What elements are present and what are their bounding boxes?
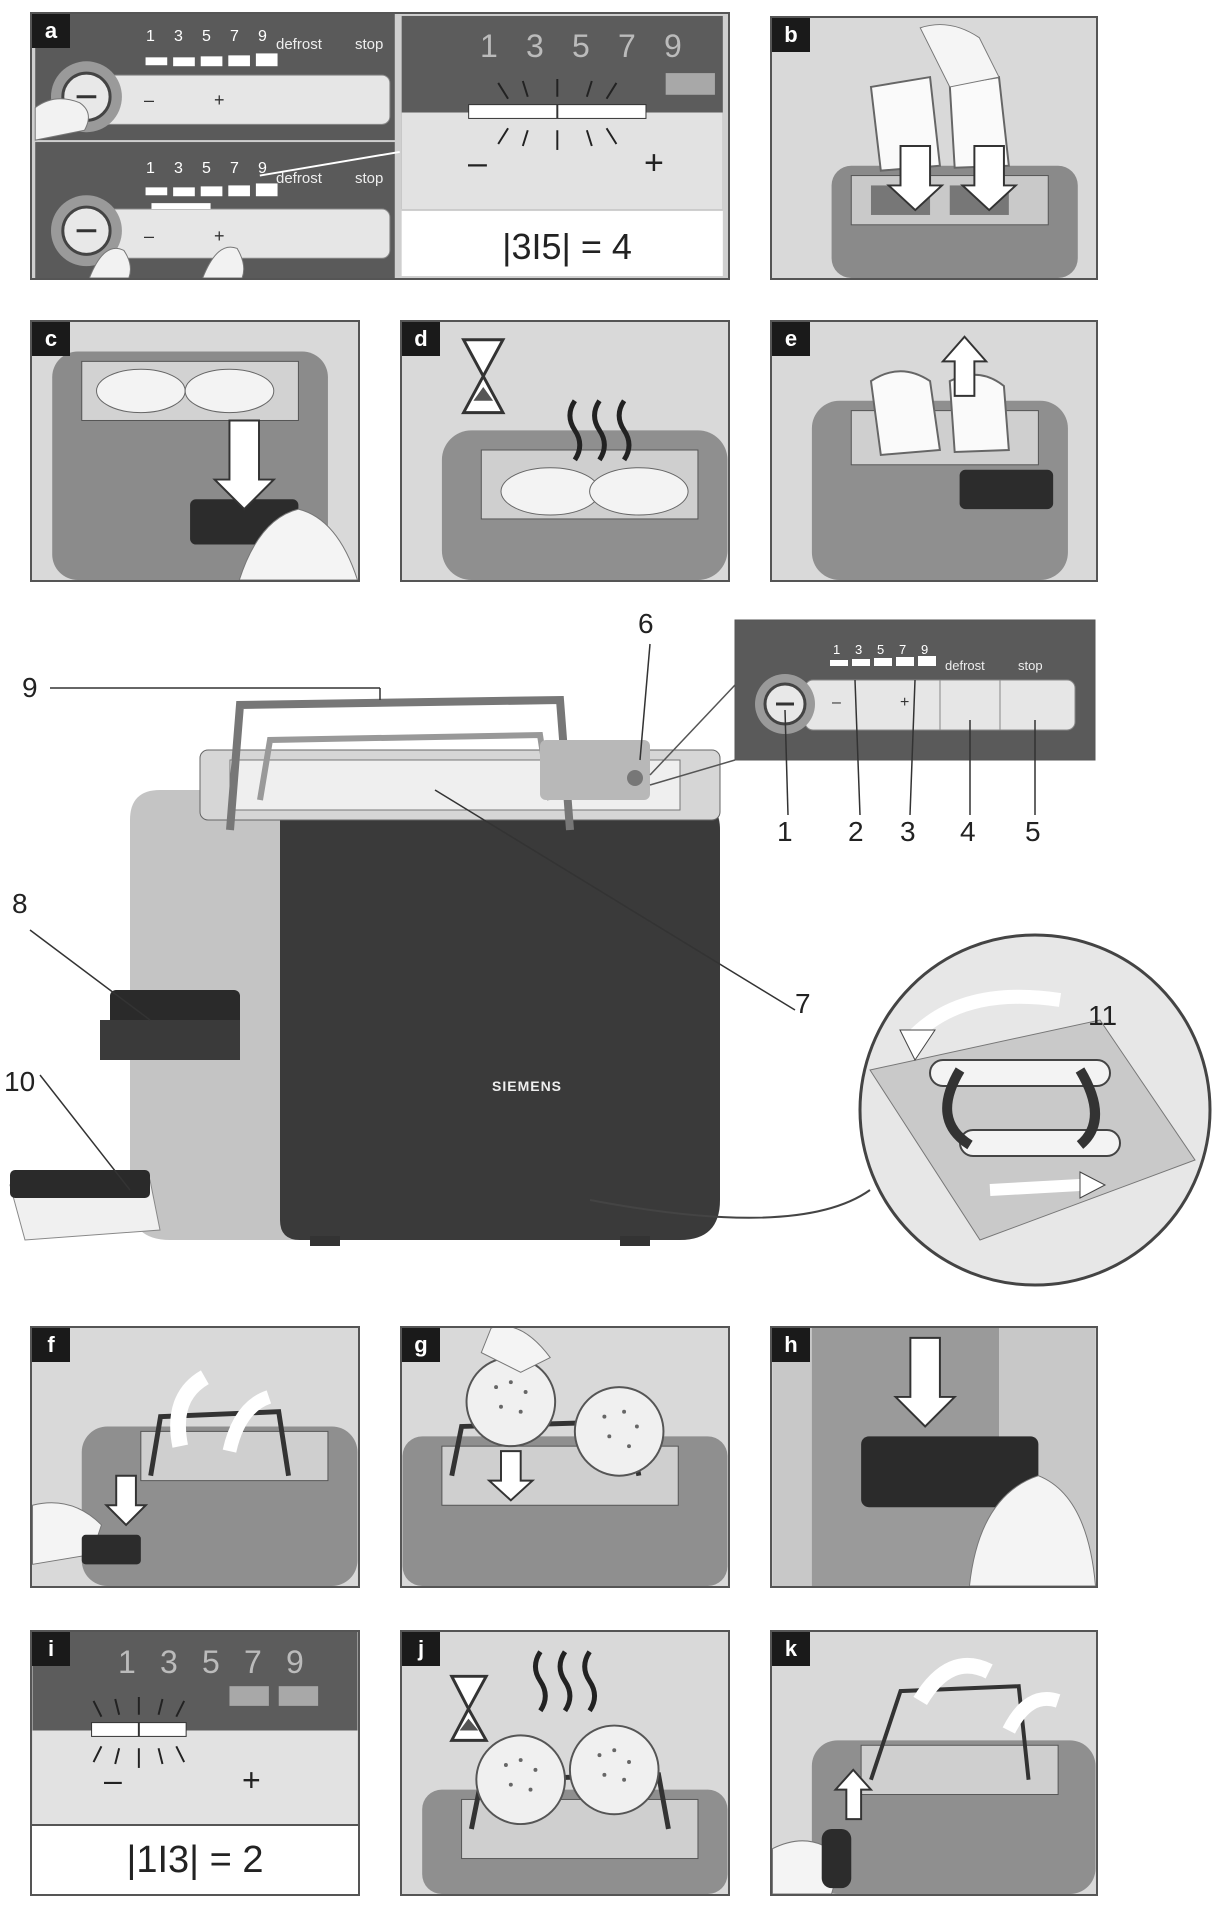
i-plus: + [242, 1762, 261, 1798]
panel-b: b [770, 16, 1098, 280]
level-label-3-lower: 3 [174, 160, 183, 177]
level-label-1-lower: 1 [146, 160, 155, 177]
level-label-3-upper: 3 [174, 28, 183, 45]
panel-h: h [770, 1326, 1098, 1588]
panel-i: i 1 3 5 7 9 – + |1I3| = 2 [30, 1630, 360, 1896]
brand-logo-text: SIEMENS [492, 1078, 563, 1094]
callout-1: 1 [777, 816, 793, 847]
toast-pop-up-illustration [811, 335, 1068, 580]
i-level-7: 7 [244, 1644, 262, 1680]
i-level-9: 9 [286, 1644, 304, 1680]
panel-e: e [770, 320, 1098, 582]
main-defrost-label: defrost [945, 658, 985, 673]
minus-label-lower: – [144, 226, 155, 246]
panel-tag-b: b [772, 18, 810, 52]
panel-a: a [30, 12, 730, 280]
defrost-label-lower: defrost [276, 170, 322, 187]
callout-6: 6 [638, 608, 654, 639]
toaster-overview-illustration [9, 619, 1212, 1287]
zoom-minus: – [468, 144, 487, 182]
callout-7: 7 [795, 988, 811, 1019]
place-rolls-illustration [402, 1328, 728, 1586]
level-label-7-lower: 7 [230, 160, 239, 177]
panel-tag-c: c [32, 322, 70, 356]
panel-tag-i: i [32, 1632, 70, 1666]
main-stop-label: stop [1018, 658, 1043, 673]
main-level-9: 9 [921, 642, 929, 657]
panel-i-illustration [32, 1632, 358, 1829]
i-minus: – [104, 1762, 122, 1798]
zoom-level-5: 5 [572, 28, 590, 64]
level-label-1-upper: 1 [146, 28, 155, 45]
panel-tag-j: j [402, 1632, 440, 1666]
panel-tag-d: d [402, 322, 440, 356]
toaster-overview-diagram: SIEMENS 9 6 8 10 7 11 1 2 3 4 5 1 3 5 7 … [0, 600, 1220, 1290]
callout-4: 4 [960, 816, 976, 847]
minus-label-upper: – [144, 90, 155, 110]
panel-j: j [400, 1630, 730, 1896]
panel-tag-k: k [772, 1632, 810, 1666]
i-level-3: 3 [160, 1644, 178, 1680]
i-level-5: 5 [202, 1644, 220, 1680]
press-lever-illustration [52, 351, 358, 580]
level-label-7-upper: 7 [230, 28, 239, 45]
callout-11: 11 [1088, 1000, 1118, 1031]
zoom-level-9: 9 [664, 28, 682, 64]
hourglass-icon [461, 338, 506, 415]
defrost-label-upper: defrost [276, 36, 322, 53]
callout-10: 10 [4, 1066, 36, 1097]
callout-2: 2 [848, 816, 864, 847]
toaster-insert-bread-illustration [831, 24, 1078, 278]
stop-label-lower: stop [355, 170, 384, 187]
formula-a: |3I5| = 4 [502, 226, 632, 267]
stop-label-upper: stop [355, 36, 384, 53]
main-level-7: 7 [899, 642, 907, 657]
i-level-1: 1 [118, 1644, 136, 1680]
unfold-bun-rack-illustration [32, 1370, 358, 1586]
level-label-5-upper: 5 [202, 28, 211, 45]
panel-tag-g: g [402, 1328, 440, 1362]
toasting-wait-illustration [441, 338, 728, 580]
callout-5: 5 [1025, 816, 1041, 847]
panel-f: f [30, 1326, 360, 1588]
main-level-5: 5 [877, 642, 885, 657]
hourglass-icon [449, 1674, 489, 1742]
main-plus-label: + [900, 694, 910, 711]
panel-a-illustration [34, 14, 723, 278]
callout-8: 8 [12, 888, 28, 919]
main-level-3: 3 [855, 642, 863, 657]
level-label-5-lower: 5 [202, 160, 211, 177]
callout-9: 9 [22, 672, 38, 703]
fold-bun-rack-illustration [772, 1657, 1096, 1894]
main-level-1: 1 [833, 642, 841, 657]
main-minus-label: – [832, 694, 841, 711]
panel-tag-e: e [772, 322, 810, 356]
panel-c: c [30, 320, 360, 582]
formula-i: |1I3| = 2 [32, 1824, 358, 1894]
zoom-level-1: 1 [480, 28, 498, 64]
panel-tag-h: h [772, 1328, 810, 1362]
toasting-rolls-wait-illustration [422, 1650, 728, 1894]
level-label-9-upper: 9 [258, 28, 267, 45]
press-lever-rolls-illustration [772, 1328, 1096, 1586]
callout-3: 3 [900, 816, 916, 847]
zoom-plus: + [644, 144, 664, 182]
zoom-level-3: 3 [526, 28, 544, 64]
panel-g: g [400, 1326, 730, 1588]
panel-tag-f: f [32, 1328, 70, 1362]
panel-d: d [400, 320, 730, 582]
level-label-9-lower: 9 [258, 160, 267, 177]
zoom-level-7: 7 [618, 28, 636, 64]
plus-label-lower: + [214, 226, 225, 246]
panel-k: k [770, 1630, 1098, 1896]
plus-label-upper: + [214, 90, 225, 110]
panel-tag-a: a [32, 14, 70, 48]
